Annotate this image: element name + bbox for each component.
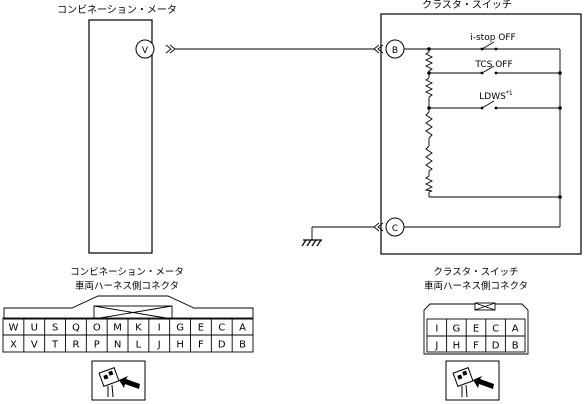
switch-pin-a: A (512, 323, 519, 334)
switch-pin-i: I (435, 323, 438, 334)
meter-connector-icon (91, 360, 146, 401)
switch-pin-b: B (512, 340, 519, 351)
switch-pin-g: G (453, 323, 461, 334)
cluster-connector-mark-b (373, 44, 384, 54)
switch-label-tcs: TCS OFF (474, 60, 512, 70)
switch-pin-f: F (473, 340, 479, 351)
meter-connector-title-2: 車両ハーネス側コネクタ (75, 280, 179, 292)
terminal-c-label: C (392, 224, 398, 234)
switch-label-ldws: LDWS*1 (479, 90, 513, 102)
meter-pin-d: D (218, 340, 226, 351)
meter-pin-l: L (136, 340, 142, 351)
meter-pin-n: N (114, 340, 121, 351)
combination-meter-box (88, 19, 153, 254)
terminal-v (135, 39, 155, 59)
meter-pin-e: E (198, 323, 204, 334)
meter-connector-title-1: コンビネーション・メータ (70, 267, 184, 278)
switch-pin-c: C (492, 323, 499, 334)
terminal-c (385, 217, 405, 237)
switch-label-istop: i-stop OFF (470, 33, 515, 43)
switch-pin-e: E (473, 323, 479, 334)
switch-pin-h: H (453, 340, 461, 351)
switch-connector-housing (423, 302, 529, 355)
meter-pin-w: W (8, 323, 18, 334)
meter-pin-j: J (157, 340, 161, 351)
meter-pin-c: C (218, 323, 225, 334)
meter-pin-t: T (51, 340, 59, 351)
meter-pin-f: F (198, 340, 204, 351)
meter-pin-o: O (93, 323, 101, 334)
combination-meter-title: コンビネーション・メータ (57, 4, 177, 16)
junction-dots (427, 47, 562, 199)
cluster-switch-title: クラスタ・スイッチ (422, 0, 512, 11)
meter-pin-i: I (158, 323, 161, 334)
switch-connector-pins: I G E C A J H F D B (434, 319, 519, 352)
meter-pin-s: S (52, 323, 58, 334)
meter-pin-u: U (31, 323, 38, 334)
meter-pin-r: R (72, 340, 79, 351)
meter-pin-h: H (176, 340, 184, 351)
meter-pin-a: A (239, 323, 246, 334)
ground-icon (301, 239, 322, 247)
switch-connector-title-2: 車両ハーネス側コネクタ (424, 280, 528, 292)
meter-pin-m: M (113, 323, 122, 334)
meter-pin-g: G (176, 323, 184, 334)
terminal-b-label: B (392, 46, 398, 56)
cluster-switch-box (380, 13, 582, 255)
cluster-switch-circuit (311, 41, 561, 240)
switch-connector-title-1: クラスタ・スイッチ (433, 267, 518, 278)
switch-pin-j: J (434, 340, 438, 351)
meter-connector-mark (165, 44, 176, 54)
meter-connector-pins: W U S Q O M K I G E C A X V T R P N L J H F D B (8, 318, 246, 352)
terminal-v-label: V (142, 46, 149, 56)
meter-pin-x: X (10, 340, 17, 351)
meter-pin-q: Q (72, 323, 80, 334)
meter-pin-p: P (94, 340, 100, 351)
meter-pin-k: K (135, 323, 142, 334)
switch-connector-icon (445, 360, 500, 401)
meter-pin-b: B (239, 340, 246, 351)
switch-pin-d: D (492, 340, 500, 351)
cluster-connector-mark-c (373, 222, 384, 232)
meter-pin-v: V (31, 340, 38, 351)
